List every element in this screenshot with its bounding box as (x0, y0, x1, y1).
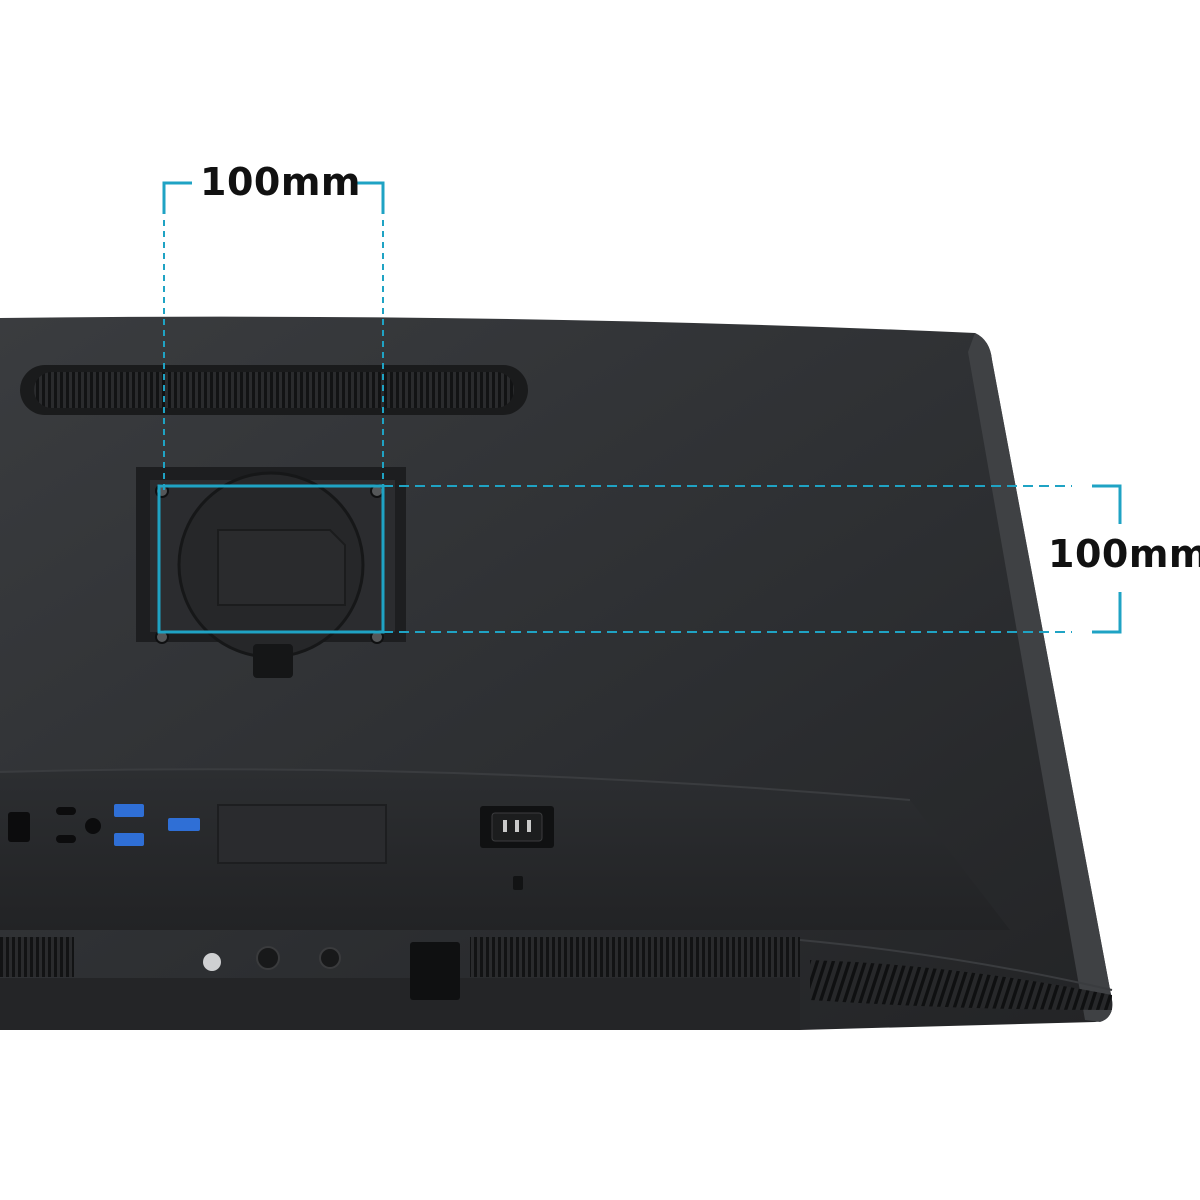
vertical-dimension-label: 100mm (1048, 532, 1200, 576)
horizontal-dimension-label: 100mm (200, 160, 362, 204)
usb-a-port-1 (114, 804, 144, 817)
usb-c-port-1 (56, 807, 76, 815)
lock-slot (513, 876, 523, 890)
stand-latch (410, 942, 460, 1000)
io-ports (8, 804, 200, 846)
monitor-edge (968, 333, 1113, 1022)
port-cover (217, 804, 387, 864)
cable-clip (253, 644, 293, 678)
hdmi-port (8, 812, 30, 842)
vesa-dimension-lines (157, 181, 1122, 634)
power-button (203, 953, 221, 971)
control-buttons (203, 946, 341, 971)
usb-a-port-3 (168, 818, 200, 831)
usb-a-port-2 (114, 833, 144, 846)
bottom-vent-left (0, 937, 74, 977)
audio-jack (85, 818, 101, 834)
bottom-bezel (0, 978, 800, 1030)
bottom-vent-right (810, 960, 1112, 1010)
usb-c-port-2 (56, 835, 76, 843)
menu-button (319, 947, 341, 969)
joystick (256, 946, 280, 970)
bottom-vent-mid (470, 937, 800, 977)
